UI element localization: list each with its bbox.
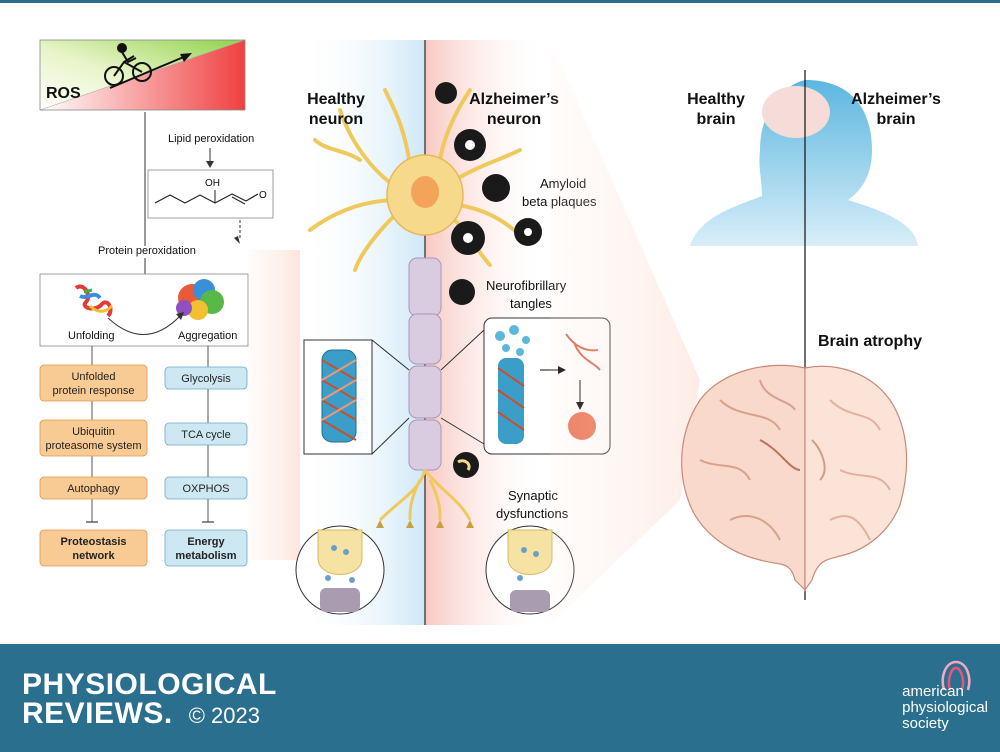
ups-line1: Ubiquitin [72,426,115,438]
proteostasis-line2: network [72,550,115,562]
ubiquitin-proteasome-box [39,419,148,457]
alzheimer-neuron-line2: neuron [487,111,541,128]
healthy-brain-line1: Healthy [687,91,745,108]
oxygen-label: O [259,190,267,201]
protein-peroxidation-label: Protein peroxidation [98,245,196,257]
journal-line1: PHYSIOLOGICAL [22,668,277,701]
ros-increase-arrow-icon [180,53,192,62]
tangles-line1: Neurofibrillary [486,278,567,293]
unfolded-protein-response-box [39,364,148,402]
unfolded-protein-icon [74,284,114,318]
healthy-neuron-line2: neuron [309,111,363,128]
aps-logo-icon [941,660,971,691]
brain-in-head-icon [762,86,830,138]
tangles-line2: tangles [510,296,552,311]
amyloid-plaque-icons [435,82,542,478]
tubulin-dimer-icons [495,325,530,356]
left-zoom-fan [248,250,300,560]
tca-cycle-box [164,422,248,446]
unfolding-label: Unfolding [68,330,114,342]
brain-atrophy-label: Brain atrophy [818,333,922,350]
autophagy-box [39,476,148,500]
energy-line2: metabolism [175,550,236,562]
neuron-nucleus [411,176,439,208]
society-line2: physiological [902,699,988,716]
top-rule [0,0,1000,3]
lipid-peroxidation-label: Lipid peroxidation [168,133,254,145]
tca-cycle-label: TCA cycle [181,429,231,441]
proteostasis-column: Unfolded protein response Ubiquitin prot… [39,364,148,567]
right-zoom-fan [550,40,700,625]
synaptic-line1: Synaptic [508,488,558,503]
energy-metabolism-box [164,529,248,567]
alzheimer-brain-line1: Alzheimer’s [851,91,941,108]
healthy-synapse-inset [295,525,385,615]
energy-line1: Energy [187,536,225,548]
glycolysis-label: Glycolysis [181,373,231,385]
tangle-icon [449,279,475,305]
aggregation-label: Aggregation [178,330,237,342]
diagram-artwork: ROS Lipid peroxidation OH O Protein pero… [0,0,1000,625]
society-name: american physiological society [902,684,988,732]
aggregation-arrow-icon [176,312,184,320]
unfolding-aggregation-box: Unfolding Aggregation [39,273,249,347]
alzheimer-neuron-line1: Alzheimer’s [469,91,559,108]
healthy-brain-line2: brain [696,111,735,128]
proteostasis-network-box [39,529,148,567]
society-line1: american [902,683,964,700]
ros-label: ROS [46,85,81,102]
axon-terminals [378,469,472,522]
cyclist-icon [104,43,152,86]
healthy-microtubule-inset [303,339,410,455]
copyright-label: © 2023 [188,703,260,728]
journal-line2: REVIEWS. [22,697,173,730]
alzheimer-brain-coronal [804,365,908,592]
head-silhouette [690,80,918,246]
journal-title: PHYSIOLOGICAL REVIEWS. © 2023 [22,670,277,733]
hne-molecule-box: OH O [147,169,274,219]
alzheimer-brain-line2: brain [876,111,915,128]
proteostasis-line1: Proteostasis [60,536,126,548]
brain-panel: Healthy brain Alzheimer’s brain Brain at… [681,70,941,600]
autophagy-label: Autophagy [67,483,120,495]
down-arrow-icon [206,161,214,168]
upr-line2: protein response [53,385,135,397]
oxphos-box [164,476,248,500]
glycolysis-box [164,366,248,390]
upr-line1: Unfolded [71,371,115,383]
healthy-neuron-line1: Healthy [307,91,365,108]
aggregated-protein-icon [176,279,224,320]
oxphos-label: OXPHOS [182,483,229,495]
ros-gradient-box: ROS [39,39,246,111]
synaptic-bouton-icons [376,520,474,528]
society-line3: society [902,715,949,732]
healthy-brain-coronal [681,364,806,592]
ups-line2: proteasome system [46,440,142,452]
energy-column: Glycolysis TCA cycle OXPHOS Energy metab… [164,366,248,567]
axon [408,257,442,471]
hydroxyl-label: OH [205,178,220,189]
journal-footer: PHYSIOLOGICAL REVIEWS. © 2023 american ph… [0,644,1000,752]
